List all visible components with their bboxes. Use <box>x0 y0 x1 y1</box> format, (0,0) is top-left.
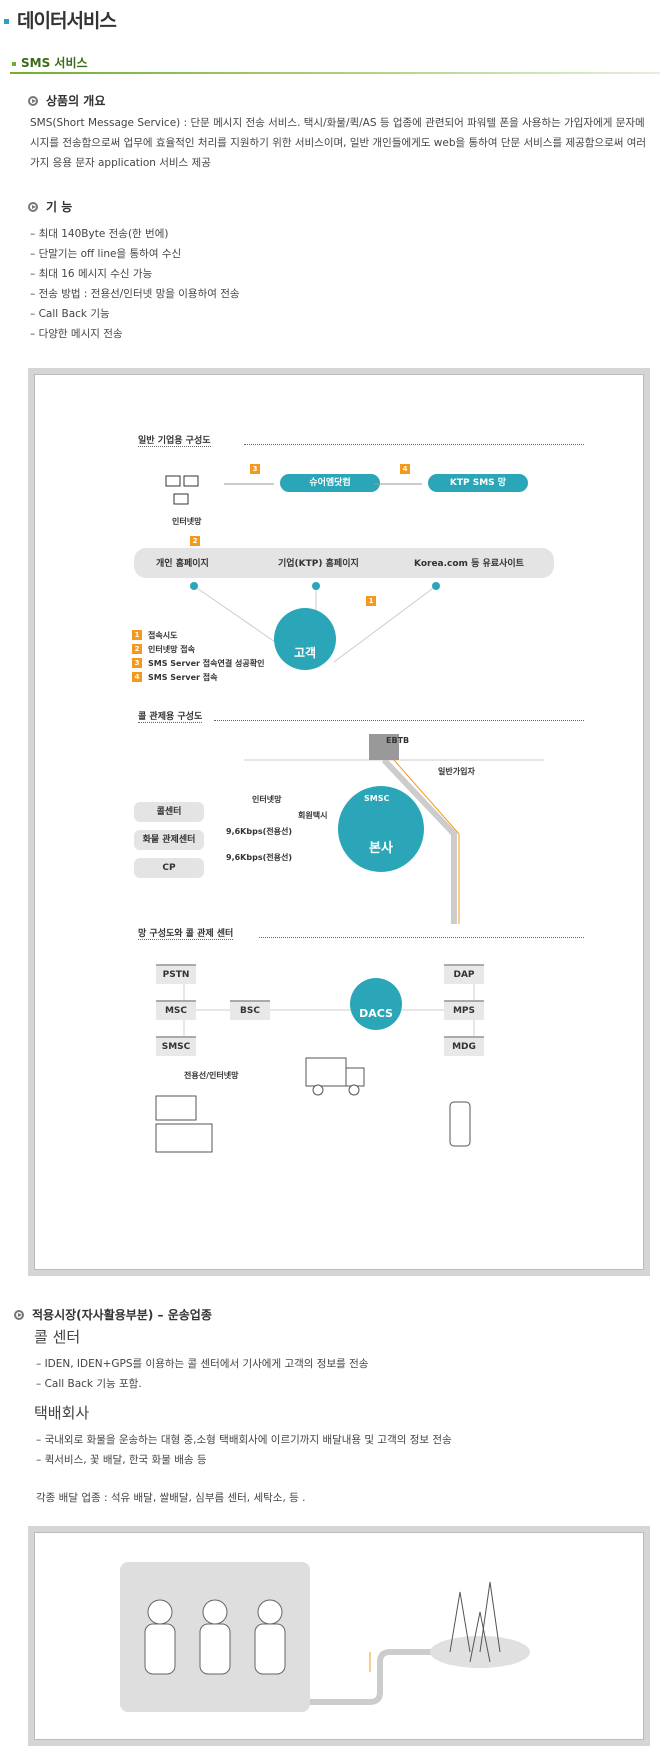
ebtb-label: EBTB <box>386 736 410 745</box>
ktp-homepage-label: 기업(KTP) 홈페이지 <box>278 559 359 569</box>
legend-4: SMS Server 접속 <box>148 673 218 682</box>
truck-icon <box>305 1057 365 1096</box>
arrows-icon <box>224 483 422 485</box>
pstn-node: PSTN <box>156 964 196 984</box>
section-title: SMS 서비스 <box>12 54 88 71</box>
list-item: – Call Back 기능 포함. <box>36 1378 142 1390</box>
step-badge-2: 2 <box>190 536 200 546</box>
step-badge-3: 3 <box>250 464 260 474</box>
list-item: – 퀵서비스, 꽃 배달, 한국 화물 배송 등 <box>36 1454 207 1466</box>
diagram-label-call: 콜 관제용 구성도 <box>138 709 203 723</box>
dotted-divider <box>244 444 584 445</box>
step-badge-1: 1 <box>366 596 376 606</box>
call-center-title: 콜 센터 <box>34 1328 81 1346</box>
cp-node: CP <box>134 858 204 878</box>
delivery-extra: 각종 배달 업종 : 석유 배달, 쌀배달, 심부름 센터, 세탁소, 등 . <box>36 1492 306 1504</box>
legend-badge-3: 3 <box>132 658 142 668</box>
personal-homepage-label: 개인 홈페이지 <box>156 559 209 569</box>
kbps-label-2: 9,6Kbps(전용선) <box>226 853 292 862</box>
list-item: – 최대 16 메시지 수신 가능 <box>30 268 153 280</box>
call-network-lines <box>244 734 544 924</box>
dap-node: DAP <box>444 964 484 984</box>
mps-node: MPS <box>444 1000 484 1020</box>
smsc-node: SMSC <box>156 1036 196 1056</box>
circle-arrow-icon <box>28 96 38 106</box>
kbps-label-1: 9,6Kbps(전용선) <box>226 827 292 836</box>
msc-node: MSC <box>156 1000 196 1020</box>
delivery-list: – 국내외로 화물을 운송하는 대형 중,소형 택배회사에 이르기까지 배달내용… <box>36 1430 452 1470</box>
smsc-label: SMSC <box>364 794 390 803</box>
general-subscriber-label: 일반가입자 <box>438 767 475 776</box>
ktp-node: KTP SMS 망 <box>428 474 528 492</box>
step-badge-4: 4 <box>400 464 410 474</box>
motorcycle-panel <box>120 1562 310 1712</box>
motorcycle-icon <box>144 1599 286 1675</box>
hq-node: 본사 <box>338 786 424 872</box>
page-title: 데이터서비스 <box>4 6 117 33</box>
market-heading: 적용시장(자사활용부분) – 운송업종 <box>14 1306 212 1323</box>
dotted-divider <box>214 720 584 721</box>
tower-link <box>310 1581 530 1705</box>
mdg-node: MDG <box>444 1036 484 1056</box>
legend-badge-2: 2 <box>132 644 142 654</box>
customer-node: 고객 <box>274 608 336 670</box>
diagram-label-network: 망 구성도와 콜 관제 센터 <box>138 926 234 940</box>
list-item: – 국내외로 화물을 운송하는 대형 중,소형 택배회사에 이르기까지 배달내용… <box>36 1434 452 1446</box>
homepage-bar <box>134 548 554 578</box>
list-item: – 단말기는 off line을 통하여 수신 <box>30 248 182 260</box>
list-item: – 전송 방법 : 전용선/인터넷 망을 이용하여 전송 <box>30 288 240 300</box>
overview-heading: 상품의 개요 <box>28 92 105 109</box>
diagram-label-enterprise: 일반 기업용 구성도 <box>138 433 211 447</box>
internet-label-2: 인터넷망 <box>252 795 282 804</box>
dedicated-line-label: 전용선/인터넷망 <box>184 1071 239 1080</box>
list-item: – IDEN, IDEN+GPS를 이용하는 콜 센터에서 기사에게 고객의 정… <box>36 1358 369 1370</box>
delivery-title: 택배회사 <box>34 1404 90 1422</box>
sure-node: 슈어엠닷컴 <box>280 474 380 492</box>
architecture-diagram: 일반 기업용 구성도 인터넷망 2 3 4 슈어엠닷컴 KTP SMS 망 개인… <box>28 368 650 1276</box>
bsc-node: BSC <box>230 1000 270 1020</box>
call-center-list: – IDEN, IDEN+GPS를 이용하는 콜 센터에서 기사에게 고객의 정… <box>36 1354 368 1394</box>
terminal-icon <box>155 1095 213 1153</box>
delivery-diagram <box>28 1526 650 1746</box>
internet-label: 인터넷망 <box>172 517 202 526</box>
overview-text: SMS(Short Message Service) : 단문 메시지 전송 서… <box>30 117 647 169</box>
dotted-divider <box>259 937 584 938</box>
circle-arrow-icon <box>28 202 38 212</box>
list-item: – 다양한 메시지 전송 <box>30 328 123 340</box>
callcenter-node: 콜센터 <box>134 802 204 822</box>
cargo-node: 화물 관제센터 <box>134 830 204 850</box>
legend-3: SMS Server 접속연결 성공확인 <box>148 659 265 668</box>
legend-badge-4: 4 <box>132 672 142 682</box>
dacs-node: DACS <box>350 978 402 1030</box>
circle-arrow-icon <box>14 1310 24 1320</box>
list-item: – 최대 140Byte 전송(한 번에) <box>30 228 169 240</box>
list-item: – Call Back 기능 <box>30 308 110 320</box>
features-list: – 최대 140Byte 전송(한 번에) – 단말기는 off line을 통… <box>30 224 240 344</box>
korea-site-label: Korea.com 등 유료사이트 <box>414 559 524 569</box>
phone-icon <box>449 1101 471 1147</box>
legend-2: 인터넷망 접속 <box>148 645 195 654</box>
legend-badge-1: 1 <box>132 630 142 640</box>
computer-icon <box>165 475 199 505</box>
legend-1: 접속시도 <box>148 631 178 640</box>
member-taxi-label: 회원택시 <box>298 811 328 820</box>
section-divider <box>10 72 660 74</box>
features-heading: 기 능 <box>28 198 72 215</box>
